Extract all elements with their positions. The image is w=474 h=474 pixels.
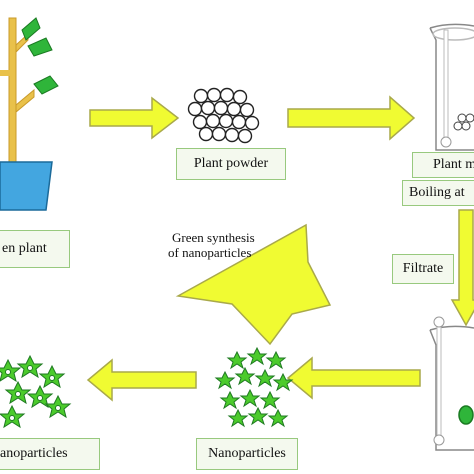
filtrate-label: Filtrate [392,254,454,284]
nanoparticle-stars-with-core [0,354,72,429]
green-plant-label: en plant [0,230,70,268]
beaker-icon [429,23,474,151]
arrow-right-icon [287,95,416,141]
arrow-left-icon [86,358,197,402]
leaf-icon [27,37,53,57]
plant-powder-label: Plant powder [176,148,286,180]
arrow-down-icon [450,209,474,327]
arrow-right-icon [89,96,180,140]
green-synthesis-label-line2: of nanoparticles [168,245,252,260]
beaker-icon [429,316,474,451]
boiling-label: Boiling at [402,180,474,206]
nanoparticle-stars [214,346,294,428]
green-synthesis-label-line1: Green synthesis [172,230,255,245]
plant-powder-illustration [187,87,260,144]
nanoparticles-label: Nanoparticles [196,438,298,470]
pot-icon [0,161,53,211]
arrow-left-icon [286,356,421,400]
leaf-icon [21,17,41,41]
green-synthesis-arrow-icon [175,223,332,346]
plant-extract-label: Plant m [412,152,474,178]
nanoparticles-left-label: anoparticles [0,438,100,470]
leaf-icon [33,75,59,95]
plant-illustration [0,17,59,211]
